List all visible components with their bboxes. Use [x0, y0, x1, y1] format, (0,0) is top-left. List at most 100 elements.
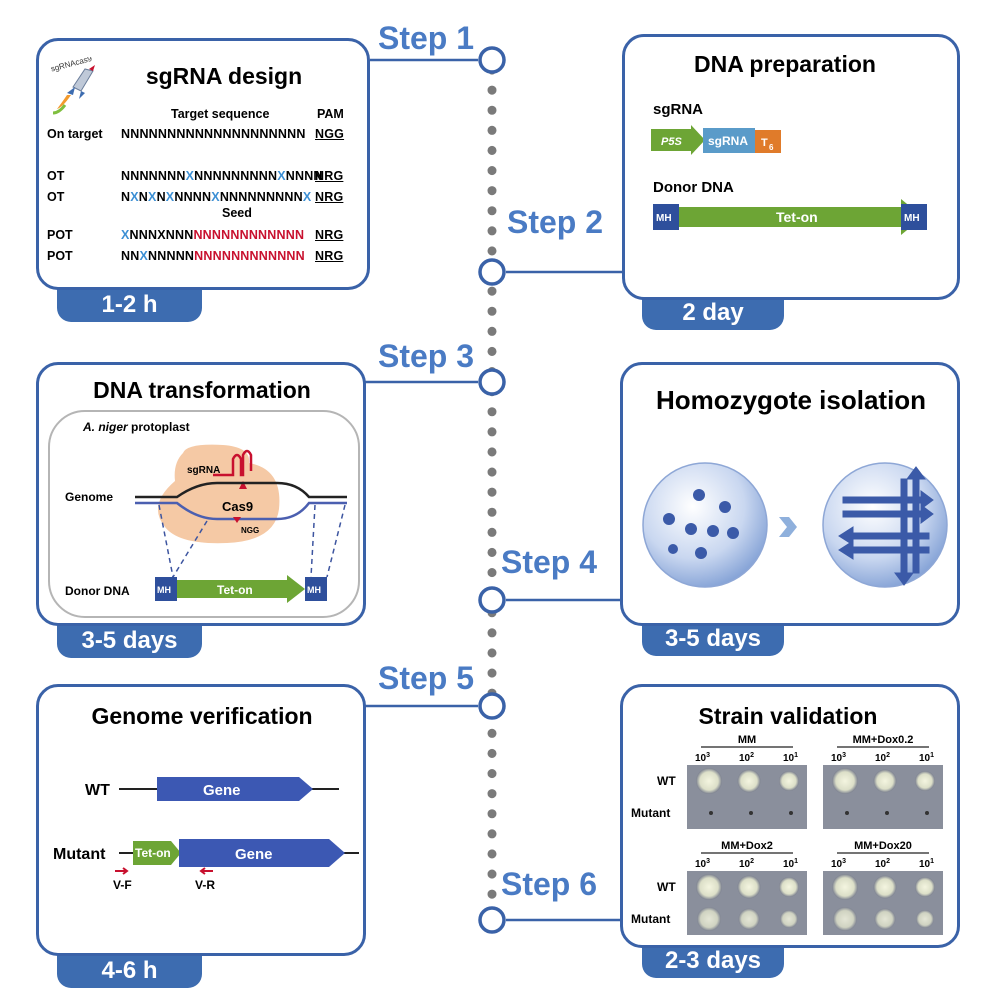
sequence-segment: X: [302, 190, 312, 204]
mh-left-p3: [155, 577, 177, 601]
donor-label-p3: Donor DNA: [65, 584, 130, 598]
primer-vr-label: V-R: [195, 878, 215, 892]
wt-colony-spot: [737, 769, 761, 793]
mutant-colony-spot: [833, 907, 857, 931]
row-label: OT: [47, 190, 65, 204]
pam-sequence: NRG: [315, 169, 344, 183]
wt-colony-spot: [873, 875, 897, 899]
p5s-arrow: [651, 125, 705, 155]
verification-diagram: WT Gene Mutant Tet-on Gene V-F V-R: [53, 777, 359, 892]
dilution-label: 101: [783, 858, 798, 870]
panel3-title: DNA transformation: [93, 377, 311, 403]
sequence-row: NXNXNXNNNNXNNNNNNNNNX: [121, 190, 311, 204]
sgrna-hairpin: [213, 449, 253, 477]
sequence-segment: X: [277, 169, 286, 183]
wt-colony-spot: [696, 768, 722, 794]
mutant-colony-spot: [749, 811, 753, 815]
step2-label: Step 2: [507, 204, 604, 240]
step6-label: Step 6: [501, 866, 598, 902]
genome-strand-bottom: [135, 501, 347, 521]
panel1-title: sgRNA design: [145, 63, 303, 89]
step5-label: Step 5: [378, 660, 475, 696]
isolation-diagram: [642, 462, 948, 588]
mutant-colony-spot: [709, 811, 713, 815]
sequence-segment: NNNNN: [148, 249, 195, 263]
sequence-segment: NNNN: [285, 169, 323, 183]
genome-strand-top: [135, 481, 347, 499]
ngg-marker: [233, 517, 241, 523]
mutant-colony-spot: [789, 811, 793, 815]
sequence-segment: N: [156, 190, 166, 204]
wt-label-p5: WT: [85, 782, 110, 799]
genome-label: Genome: [65, 490, 113, 504]
mutant-colony-spot: [925, 811, 929, 815]
wt-row-label: WT: [657, 774, 676, 788]
row-label: On target: [47, 127, 103, 141]
teton-arrow: [679, 199, 923, 235]
chevron-right-icon: [779, 517, 797, 537]
step3-marker: [478, 368, 506, 396]
p5s-label: P5S: [661, 136, 682, 148]
sequence-segment: X: [121, 228, 130, 242]
mh-left-label-p3: MH: [157, 585, 171, 595]
mh-right-p3: [305, 577, 327, 601]
panel6-title: Strain validation: [698, 703, 878, 729]
step4-label: Step 4: [501, 544, 598, 580]
teton-label-p3: Tet-on: [217, 583, 253, 597]
dilution-label: 103: [831, 858, 846, 870]
wt-colony-spot: [779, 877, 799, 897]
donor-dna-label: Donor DNA: [653, 179, 734, 196]
step5-marker: [478, 692, 506, 720]
mutant-row-label: Mutant: [631, 912, 670, 926]
mutant-colony-spot: [916, 910, 934, 928]
t6-sub: 6: [769, 143, 774, 152]
mh-right: [901, 204, 927, 230]
primer-vr-arrow: [199, 867, 213, 875]
primer-vf-label: V-F: [113, 878, 132, 892]
mutant-colony-spot: [780, 910, 798, 928]
panel1-time: 1-2 h: [57, 288, 202, 322]
condition-label: MM: [738, 734, 756, 746]
sgrna-construct: P5S sgRNA T 6: [651, 125, 781, 155]
sequence-segment: X: [165, 190, 175, 204]
sgrna-label-p3: sgRNA: [187, 465, 220, 476]
panel2-title: DNA preparation: [694, 51, 876, 77]
dilution-label: 102: [875, 752, 890, 764]
pam-sequence: NGG: [315, 127, 345, 141]
ngg-label: NGG: [241, 526, 259, 535]
header-target-sequence: Target sequence: [171, 107, 270, 121]
t6-box: [755, 130, 781, 153]
panel2-dna-preparation: DNA preparation sgRNA P5S sgRNA T 6 Dono…: [622, 34, 960, 300]
gene-mutant-label: Gene: [235, 846, 273, 863]
sequence-row: XNNNXNNNNNNNNNNNNNNN: [121, 228, 304, 242]
sequence-segment: N: [138, 190, 149, 204]
sequence-segment: X: [148, 190, 157, 204]
mh-left-label: MH: [656, 213, 672, 224]
mh-right-label: MH: [904, 213, 920, 224]
sequence-segment: X: [130, 190, 139, 204]
panel4-title: Homozygote isolation: [655, 385, 927, 415]
teton-mutant-label: Tet-on: [135, 846, 171, 860]
dilution-label: 102: [739, 752, 754, 764]
mh-right-label-p3: MH: [307, 585, 321, 595]
row-label: OT: [47, 169, 65, 183]
panel4-homozygote-isolation: Homozygote isolation: [620, 362, 960, 626]
mutant-colony-spot: [845, 811, 849, 815]
gene-wt-label: Gene: [203, 782, 241, 799]
condition-label: MM+Dox0.2: [853, 734, 914, 746]
sequence-segment: NNNNNNN: [121, 169, 186, 183]
wt-colony-spot: [737, 875, 761, 899]
wt-colony-spot: [696, 874, 722, 900]
step3-label: Step 3: [378, 338, 475, 374]
pam-sequence: NRG: [315, 228, 344, 242]
mutant-colony-spot: [697, 907, 721, 931]
donor-dna-construct: MH Tet-on MH: [653, 199, 927, 235]
row-label: POT: [47, 249, 73, 263]
sequence-row: NNNNNNNNNNNNNNNNNNNN: [121, 127, 306, 141]
mutant-row-label: Mutant: [631, 806, 670, 820]
sgrna-box-label: sgRNA: [708, 134, 748, 148]
t6-label: T: [761, 137, 768, 149]
wt-row-label: WT: [657, 880, 676, 894]
